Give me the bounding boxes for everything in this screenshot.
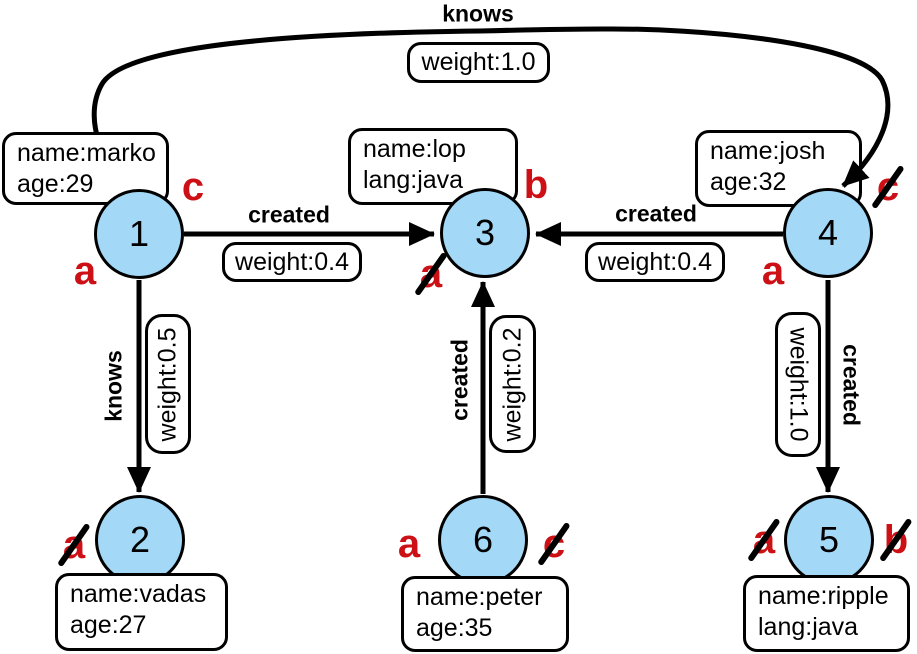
weight-box-created-6-3: weight:0.2 bbox=[489, 315, 536, 453]
node-2: 2 bbox=[95, 495, 185, 585]
mark-letter: a bbox=[761, 249, 785, 293]
prop-line: name:lop bbox=[363, 135, 466, 163]
mark-a-node-5-struck: a bbox=[747, 517, 781, 563]
mark-a-node-2-struck: a bbox=[57, 522, 91, 568]
weight-text: weight:1.0 bbox=[784, 327, 813, 442]
node-id: 4 bbox=[817, 212, 839, 253]
node-id: 2 bbox=[129, 519, 151, 560]
weight-box-knows-1-2: weight:0.5 bbox=[145, 314, 191, 454]
node-3: 3 bbox=[440, 188, 530, 278]
prop-line: age:27 bbox=[70, 611, 147, 639]
weight-text: weight:0.4 bbox=[598, 247, 712, 276]
prop-line: age:35 bbox=[416, 614, 493, 642]
weight-text: weight:1.0 bbox=[421, 48, 536, 76]
mark-c-node-4-struck: c bbox=[871, 164, 905, 210]
prop-line: name:josh bbox=[710, 137, 826, 165]
prop-box-ripple: name:ripple lang:java bbox=[743, 575, 910, 652]
edge-label-created-4-5: created bbox=[838, 344, 865, 426]
edge-knows-1-4-end bbox=[601, 26, 891, 188]
mark-b-node-3: b bbox=[524, 165, 548, 205]
prop-line: lang:java bbox=[758, 613, 859, 641]
prop-box-lop: name:lop lang:java bbox=[348, 128, 518, 205]
edge-label-created-1-3: created bbox=[248, 201, 330, 228]
prop-line: age:32 bbox=[710, 168, 787, 196]
edge-label-knows-1-2: knows bbox=[100, 350, 127, 422]
weight-box-created-4-5: weight:1.0 bbox=[775, 312, 821, 457]
node-id: 1 bbox=[128, 213, 150, 254]
mark-letter: a bbox=[397, 522, 421, 566]
mark-c-node-1: c bbox=[182, 167, 204, 207]
weight-box-created-4-3: weight:0.4 bbox=[585, 242, 725, 282]
mark-b-node-5-struck: b bbox=[879, 517, 913, 563]
prop-box-peter: name:peter age:35 bbox=[401, 576, 569, 652]
node-6: 6 bbox=[438, 495, 528, 585]
node-id: 6 bbox=[472, 519, 494, 560]
prop-line: name:marko bbox=[17, 139, 156, 167]
node-5: 5 bbox=[784, 495, 874, 585]
edge-label-created-4-3: created bbox=[615, 200, 697, 227]
mark-letter: a bbox=[73, 249, 97, 293]
node-4: 4 bbox=[783, 188, 873, 278]
weight-text: weight:0.2 bbox=[498, 327, 526, 441]
prop-line: name:vadas bbox=[70, 580, 207, 608]
edge-label-created-6-3: created bbox=[446, 339, 473, 421]
weight-text: weight:0.4 bbox=[235, 247, 349, 276]
weight-text: weight:0.5 bbox=[153, 327, 182, 441]
weight-box-created-1-3: weight:0.4 bbox=[222, 242, 362, 282]
mark-letter: c bbox=[181, 165, 205, 209]
prop-line: name:peter bbox=[416, 583, 543, 611]
mark-c-node-6-struck: c bbox=[537, 521, 571, 567]
prop-line: age:29 bbox=[17, 170, 94, 198]
node-id: 3 bbox=[474, 212, 496, 253]
edge-label-knows-1-4: knows bbox=[442, 0, 514, 27]
mark-a-node-4: a bbox=[762, 251, 784, 291]
mark-a-node-3-struck: a bbox=[414, 251, 448, 297]
node-1: 1 bbox=[94, 189, 184, 279]
prop-line: name:ripple bbox=[758, 582, 889, 610]
prop-line: lang:java bbox=[363, 166, 464, 194]
weight-box-knows-1-4: weight:1.0 bbox=[407, 42, 550, 83]
mark-letter: b bbox=[523, 163, 549, 207]
mark-a-node-6: a bbox=[398, 524, 420, 564]
mark-a-node-1: a bbox=[74, 251, 96, 291]
prop-box-vadas: name:vadas age:27 bbox=[55, 573, 228, 651]
node-id: 5 bbox=[818, 519, 840, 560]
